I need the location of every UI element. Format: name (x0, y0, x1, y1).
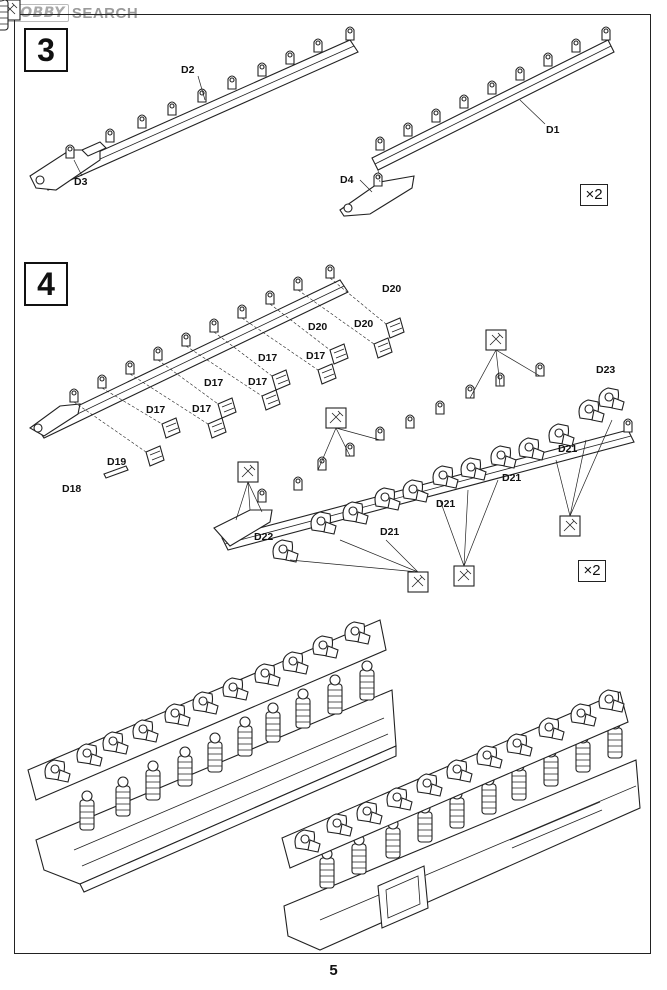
bottom-left-assembly (0, 0, 397, 893)
label-d1: D1 (546, 124, 560, 136)
page-frame (14, 14, 651, 954)
step4-top-rail (28, 264, 349, 439)
label-d17-b: D17 (306, 350, 326, 362)
label-d20-mid: D20 (354, 318, 374, 330)
step-3-number: 3 (24, 28, 68, 72)
label-d3: D3 (74, 176, 88, 188)
bottom-right-assembly (281, 689, 641, 951)
label-d21-b: D21 (502, 472, 522, 484)
label-d17-e: D17 (146, 404, 166, 416)
step-4-multiplier: ×2 (578, 560, 606, 582)
step4-lower-rail (0, 0, 635, 563)
watermark: HOBBY SEARCH (4, 4, 138, 22)
step-4-number: 4 (24, 262, 68, 306)
label-d21-d: D21 (380, 526, 400, 538)
step3-right-rail (339, 26, 615, 217)
step3-left-rail (0, 0, 359, 191)
label-d17-d: D17 (248, 376, 268, 388)
label-d20-left: D20 (308, 321, 328, 333)
label-d18: D18 (62, 483, 82, 495)
watermark-text: SEARCH (71, 4, 139, 22)
label-d21-a: D21 (558, 443, 578, 455)
label-d23: D23 (596, 364, 616, 376)
label-d4: D4 (340, 174, 354, 186)
label-d19: D19 (107, 456, 127, 468)
label-d21-c: D21 (436, 498, 456, 510)
label-d17-f: D17 (192, 403, 212, 415)
step-3-multiplier: ×2 (580, 184, 608, 206)
label-d2: D2 (181, 64, 195, 76)
page-number: 5 (329, 962, 338, 979)
label-d22: D22 (254, 531, 274, 543)
label-d17-c: D17 (204, 377, 224, 389)
label-d17-a: D17 (258, 352, 278, 364)
label-d20-top: D20 (382, 283, 402, 295)
